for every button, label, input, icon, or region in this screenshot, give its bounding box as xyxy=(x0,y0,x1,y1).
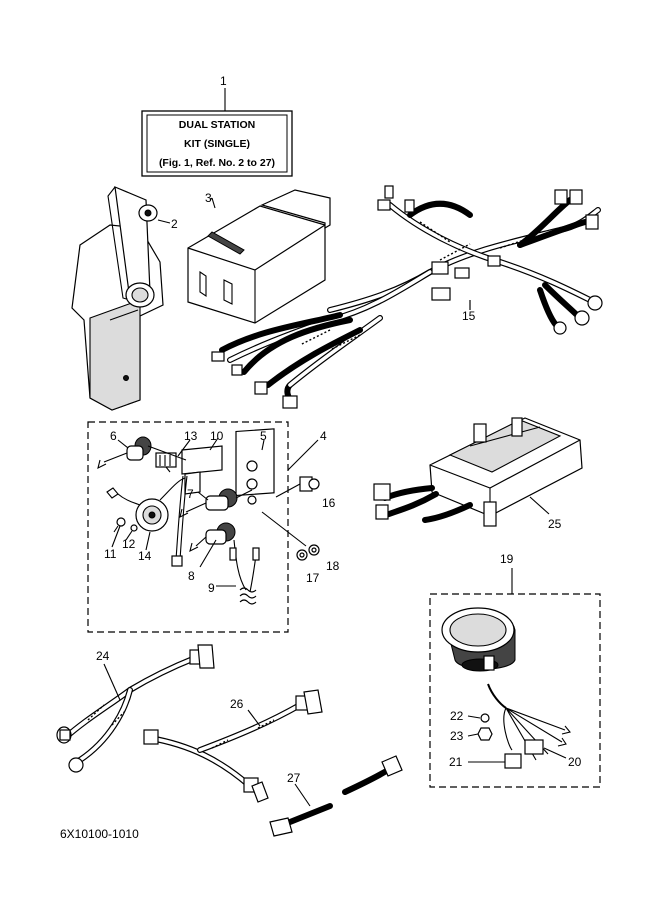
callout-22: 22 xyxy=(450,709,464,723)
callout-10: 10 xyxy=(210,429,224,443)
callout-19: 19 xyxy=(500,552,514,566)
callout-12: 12 xyxy=(122,537,136,551)
part-24-extension-harness xyxy=(56,644,215,773)
label-box-line-3: (Fig. 1, Ref. No. 2 to 27) xyxy=(159,157,275,169)
callout-labels: 1 2 3 4 5 6 7 8 9 10 11 12 13 14 15 16 1… xyxy=(96,74,582,785)
callout-26: 26 xyxy=(230,697,244,711)
part-17-nut xyxy=(296,549,308,561)
callout-25: 25 xyxy=(548,517,562,531)
leader-lines xyxy=(103,197,567,807)
callout-9: 9 xyxy=(208,581,215,595)
part-4-kit-group xyxy=(87,421,319,633)
callout-1: 1 xyxy=(220,74,227,88)
part-25-electronic-unit xyxy=(373,417,583,527)
part-3-control-unit xyxy=(187,189,331,324)
callout-14: 14 xyxy=(138,549,152,563)
callout-6: 6 xyxy=(110,429,117,443)
part-16-bolt xyxy=(275,476,320,498)
callout-27: 27 xyxy=(287,771,301,785)
part-26-y-harness xyxy=(143,689,323,803)
callout-8: 8 xyxy=(188,569,195,583)
callout-13: 13 xyxy=(184,429,198,443)
callout-23: 23 xyxy=(450,729,464,743)
callout-18: 18 xyxy=(326,559,340,573)
part-27-lead-wire xyxy=(269,755,403,837)
part-1-kit-label: DUAL STATION KIT (SINGLE) (Fig. 1, Ref. … xyxy=(141,88,293,177)
callout-17: 17 xyxy=(306,571,320,585)
callout-11: 11 xyxy=(104,547,117,561)
callout-7: 7 xyxy=(187,487,194,501)
label-box-line-2: KIT (SINGLE) xyxy=(184,138,250,150)
part-19-gauge-kit xyxy=(429,568,601,788)
label-box-line-1: DUAL STATION xyxy=(179,119,255,131)
part-2-remote-control-box xyxy=(71,186,171,411)
callout-3: 3 xyxy=(205,191,212,205)
callout-20: 20 xyxy=(568,755,582,769)
drawing-code: 6X10100-1010 xyxy=(60,827,139,841)
callout-24: 24 xyxy=(96,649,110,663)
callout-2: 2 xyxy=(171,217,178,231)
callout-16: 16 xyxy=(322,496,336,510)
part-18-washer xyxy=(261,511,320,556)
callout-5: 5 xyxy=(260,429,267,443)
part-15-wire-harness xyxy=(211,185,603,409)
callout-15: 15 xyxy=(462,309,476,323)
callout-21: 21 xyxy=(449,755,463,769)
callout-4: 4 xyxy=(320,429,327,443)
